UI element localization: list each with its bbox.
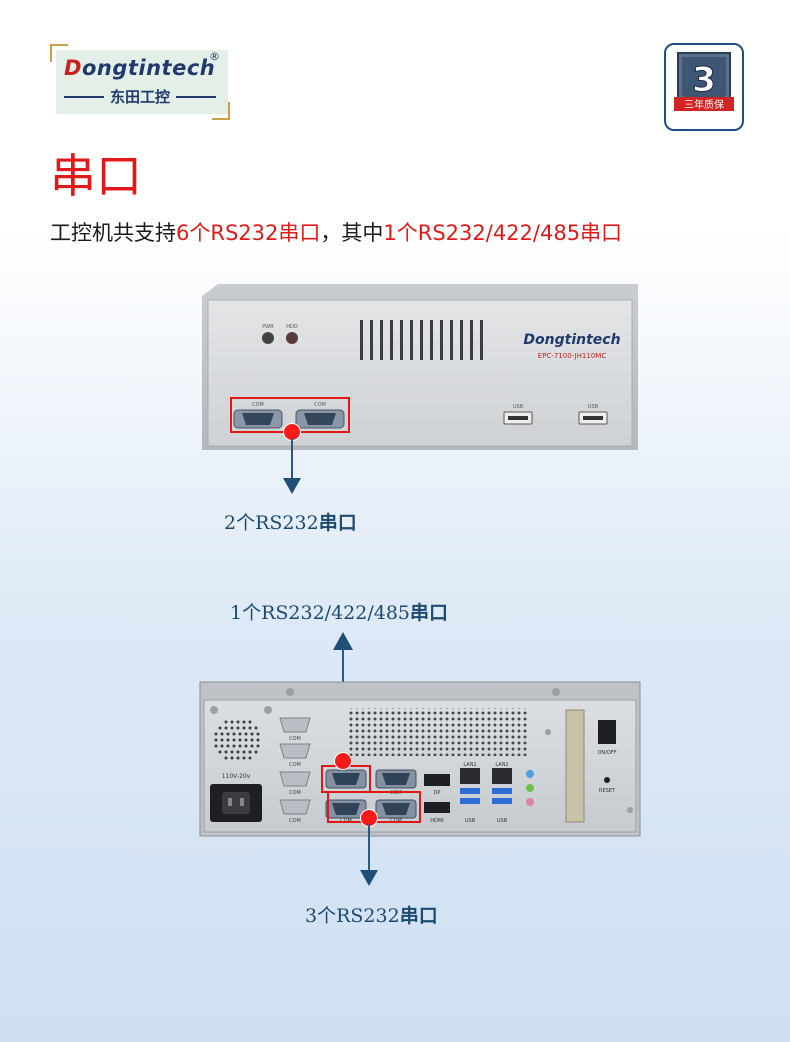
logo-chinese-text: 东田工控 [64, 86, 217, 107]
front-panel-image: PWR HDD Dongtintech EPC-7100-JH110MC COM… [200, 282, 640, 452]
rs232-pointer-line [368, 824, 370, 872]
svg-text:COM: COM [289, 818, 301, 824]
warranty-badge: 3 三年质保 [664, 43, 744, 131]
svg-text:110V-20v: 110V-20v [222, 773, 251, 780]
rear-panel-image: 110V-20v COM COM COM COM [198, 680, 642, 838]
audio-jack-icon [526, 784, 534, 792]
svg-text:USB: USB [588, 404, 599, 410]
svg-text:PWR: PWR [262, 324, 274, 330]
svg-text:USB: USB [513, 404, 524, 410]
com-port-icon [325, 799, 367, 819]
logo-line-right [176, 95, 217, 98]
svg-text:COM: COM [289, 790, 301, 796]
svg-text:EPC-7100-JH110MC: EPC-7100-JH110MC [538, 352, 607, 360]
arrow-down-icon [283, 478, 301, 494]
lan-port-icon [492, 768, 512, 784]
svg-text:三年质保: 三年质保 [684, 98, 724, 111]
logo-corner-decoration [50, 44, 68, 62]
dp-port-icon [424, 774, 450, 786]
hdd-led-icon [286, 332, 298, 344]
logo-corner-decoration [212, 102, 230, 120]
rs232-marker [361, 810, 377, 826]
svg-text:COM: COM [314, 402, 326, 408]
svg-text:Dongtintech: Dongtintech [523, 332, 620, 348]
logo-line-left [64, 95, 104, 98]
svg-text:LAN2: LAN2 [495, 762, 508, 768]
vent-slots-icon [360, 320, 483, 360]
com-port-icon [375, 769, 417, 789]
arrow-down-icon [360, 870, 378, 886]
reset-button-icon [604, 777, 610, 783]
audio-jack-icon [526, 798, 534, 806]
svg-text:ON/OFF: ON/OFF [597, 750, 616, 756]
logo-brand-text: Dongtintech [64, 56, 216, 80]
section-description: 工控机共支持6个RS232串口，其中1个RS232/422/485串口 [50, 221, 623, 245]
com-port-icon [375, 799, 417, 819]
power-led-icon [262, 332, 274, 344]
svg-text:COM: COM [252, 402, 264, 408]
power-switch-icon [598, 720, 616, 744]
front-com-caption: 2个RS232串口 [224, 512, 357, 534]
svg-text:COM: COM [289, 762, 301, 768]
brand-logo: Dongtintech ® 东田工控 [50, 42, 230, 120]
audio-jack-icon [526, 770, 534, 778]
svg-text:USB: USB [497, 818, 508, 824]
rs232-caption: 3个RS232串口 [305, 905, 438, 927]
svg-text:COM: COM [289, 736, 301, 742]
front-com-marker [284, 424, 300, 440]
power-socket-icon [210, 784, 262, 822]
rs485-caption: 1个RS232/422/485串口 [230, 602, 449, 624]
fan-grille-icon [214, 720, 260, 760]
usb-port-icon [460, 788, 512, 804]
arrow-up-icon [333, 632, 353, 650]
logo-background [56, 50, 228, 114]
front-pointer-line [291, 438, 293, 480]
shield-icon: 3 三年质保 [674, 52, 734, 111]
svg-text:RESET: RESET [599, 788, 616, 794]
registered-mark: ® [209, 50, 220, 63]
svg-text:HDMI: HDMI [430, 818, 443, 824]
svg-text:USB: USB [465, 818, 476, 824]
com-port-icon [233, 409, 283, 429]
svg-text:LAN1: LAN1 [463, 762, 476, 768]
svg-text:DP: DP [434, 790, 441, 796]
hdmi-port-icon [424, 802, 450, 813]
section-title: 串口 [50, 149, 142, 203]
com-port-icon [295, 409, 345, 429]
svg-text:3: 3 [692, 60, 716, 100]
com-port-icon [325, 769, 367, 789]
lan-port-icon [460, 768, 480, 784]
rs485-marker [335, 753, 351, 769]
svg-text:HDD: HDD [286, 324, 298, 330]
